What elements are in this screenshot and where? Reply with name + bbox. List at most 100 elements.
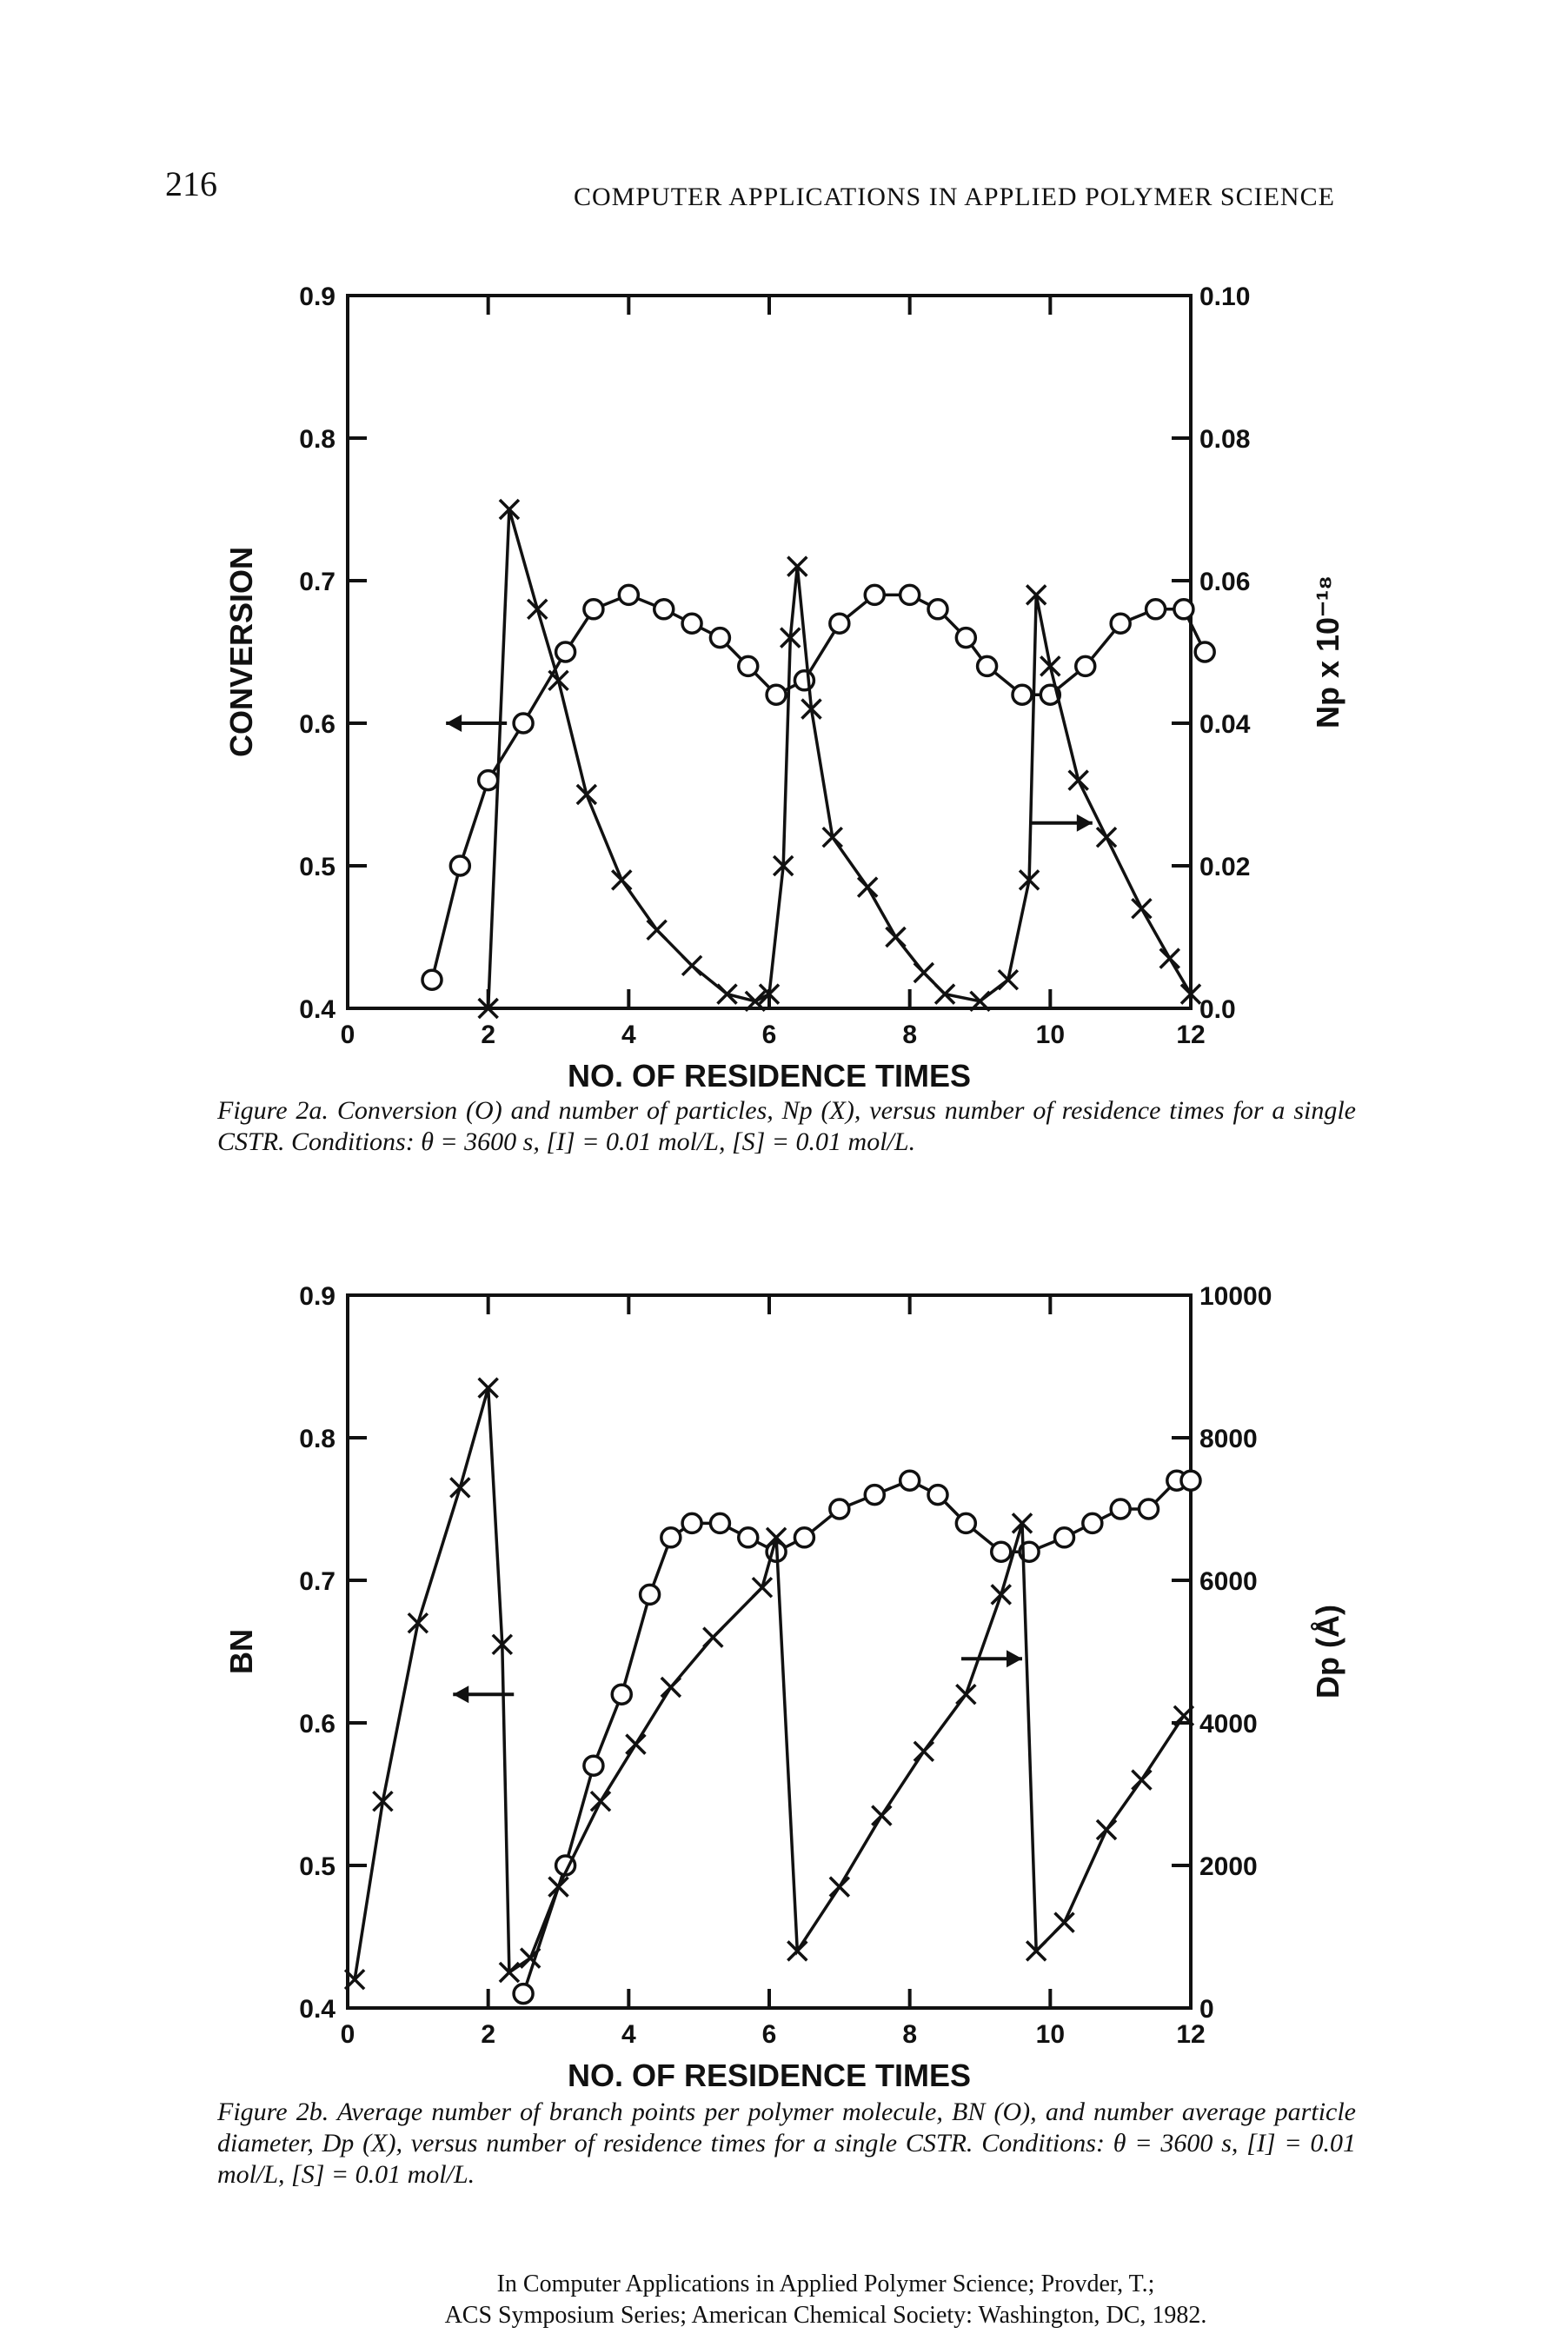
fig2b-x-point-stroke (477, 1377, 499, 1399)
fig2b-circle-point (610, 1683, 633, 1705)
fig2a-x-point (801, 698, 822, 720)
fig2b-x-point (491, 1633, 514, 1656)
fig2b-x-point-stroke (913, 1740, 935, 1763)
fig2b-circle-point (1179, 1469, 1202, 1492)
fig2a-x-point (1018, 869, 1040, 891)
fig2a-x-point-stroke (933, 983, 956, 1005)
fig2b-x-point (765, 1526, 787, 1549)
fig2b-y2-axis-title: Dp (Å) (1310, 1605, 1345, 1699)
fig2a-circle-point (582, 598, 605, 621)
fig2b-series-1-line (353, 1387, 1186, 1980)
fig2b-x-point-stroke (990, 1584, 1012, 1606)
fig2a-circle-point (448, 854, 472, 877)
fig2a-x-point (780, 627, 801, 648)
fig2a-x-point-stroke (1159, 947, 1180, 969)
fig2a-x-point (744, 990, 767, 1013)
fig2a-x-point (997, 968, 1020, 991)
fig2b-x-point-stroke (449, 1477, 471, 1499)
fig2b-y-axis-title: BN (223, 1629, 259, 1674)
fig2b-x-point-stroke (828, 1876, 851, 1898)
fig2b-circle-point (512, 1982, 535, 2005)
fig2b-x-point (407, 1612, 429, 1634)
figure-2a-caption: Figure 2a. Conversion (O) and number of … (217, 1096, 1356, 1156)
fig2b-x-point (548, 1876, 569, 1898)
fig2b-x-point (787, 1940, 808, 1962)
fig2a-x-point (1179, 983, 1202, 1005)
running-title: COMPUTER APPLICATIONS IN APPLIED POLYMER… (574, 183, 1335, 211)
fig2b-y-tick-label: 0.5 (299, 1852, 336, 1881)
fig2b-circle-point (863, 1483, 886, 1506)
fig2b-x-point (343, 1968, 366, 1991)
fig2b-right-arrow-head (1007, 1650, 1022, 1668)
fig2a-circle-point (512, 712, 535, 735)
fig2a-y2-tick-label: 0.04 (1199, 710, 1251, 739)
fig2a-x-point-stroke (997, 968, 1020, 991)
fig2b-x-point (1173, 1705, 1195, 1727)
fig2b-x-point (1095, 1818, 1118, 1841)
fig2a-x-point-stroke (913, 961, 935, 984)
fig2b-x-point (1131, 1769, 1153, 1791)
fig2a-x-point (716, 983, 738, 1005)
fig2b-x-point-stroke (702, 1626, 724, 1648)
fig2a-y-tick-label: 0.6 (299, 710, 336, 739)
fig2a-x-point-stroke (744, 990, 767, 1013)
fig2a-x-point-stroke (716, 983, 738, 1005)
fig2a-y-axis-title: CONVERSION (223, 547, 259, 757)
fig2b-circle-point (1109, 1498, 1132, 1520)
fig2a-x-point (758, 983, 781, 1005)
fig2a-x-tick-label: 8 (902, 1021, 917, 1049)
fig2a-x-point-stroke (1018, 869, 1040, 891)
fig2a-x-point-stroke (821, 826, 843, 848)
fig2b-x-point (519, 1947, 541, 1969)
fig2a-x-point-stroke (1179, 983, 1202, 1005)
fig2b-circle-point (1137, 1498, 1160, 1520)
fig2a-circle-point (653, 598, 675, 621)
fig2b-x-point (1025, 1940, 1047, 1962)
fig2b-x-point (871, 1805, 893, 1826)
fig2a-x-point (1095, 826, 1118, 848)
fig2a-x-point (575, 783, 598, 806)
fig2b-x-tick-label: 4 (621, 2020, 636, 2049)
fig2a-y2-tick-label: 0.10 (1199, 283, 1250, 311)
fig2b-y-tick-label: 0.8 (299, 1425, 336, 1453)
fig2a-x-point-stroke (772, 854, 794, 877)
figure-2b-caption: Figure 2b. Average number of branch poin… (217, 2098, 1356, 2189)
fig2b-circle-point (990, 1540, 1013, 1563)
fig2a-x-point-stroke (1131, 897, 1153, 920)
fig2b-y2-tick-label: 10000 (1199, 1282, 1272, 1311)
fig2a-x-point-stroke (498, 498, 521, 521)
fig2a-y2-tick-label: 0.0 (1199, 995, 1236, 1024)
fig2b-x-point (751, 1576, 774, 1599)
fig2a-circle-point (927, 598, 949, 621)
fig2a-x-point (913, 961, 935, 984)
fig2b-y2-tick-label: 2000 (1199, 1852, 1258, 1881)
fig2a-circle-point (476, 768, 500, 792)
fig2a-x-point-stroke (681, 954, 703, 977)
fig2b-x-point-stroke (765, 1526, 787, 1549)
fig2a-x-tick-label: 6 (762, 1021, 777, 1049)
fig2a-y2-tick-label: 0.02 (1199, 853, 1250, 881)
fig2a-y-tick-label: 0.5 (299, 853, 336, 881)
fig2b-circle-point (1081, 1512, 1104, 1535)
fig2a-x-point (646, 919, 668, 941)
page-number: 216 (165, 164, 217, 203)
fig2b-circle-point (954, 1512, 978, 1535)
fig2a-y-tick-label: 0.8 (299, 425, 336, 454)
fig2b-left-arrow-head (453, 1685, 469, 1704)
fig2a-circle-point (765, 683, 787, 706)
fig2b-circle-point (681, 1512, 703, 1535)
fig2b-circle-point (582, 1754, 605, 1777)
fig2a-x-tick-label: 10 (1036, 1021, 1065, 1049)
fig2a-left-arrow-head (446, 715, 462, 732)
fig2b-y2-tick-label: 6000 (1199, 1567, 1258, 1596)
fig2b-x-point-stroke (589, 1790, 612, 1812)
fig2b-y2-tick-label: 8000 (1199, 1425, 1258, 1453)
fig2a-x-point (477, 997, 499, 1020)
fig2b-x-point (498, 1961, 521, 1984)
fig2a-x-point (787, 555, 808, 577)
fig2b-x-point-stroke (955, 1683, 977, 1705)
fig2b-x-point (1011, 1513, 1033, 1534)
fig2a-x-point (821, 826, 843, 848)
